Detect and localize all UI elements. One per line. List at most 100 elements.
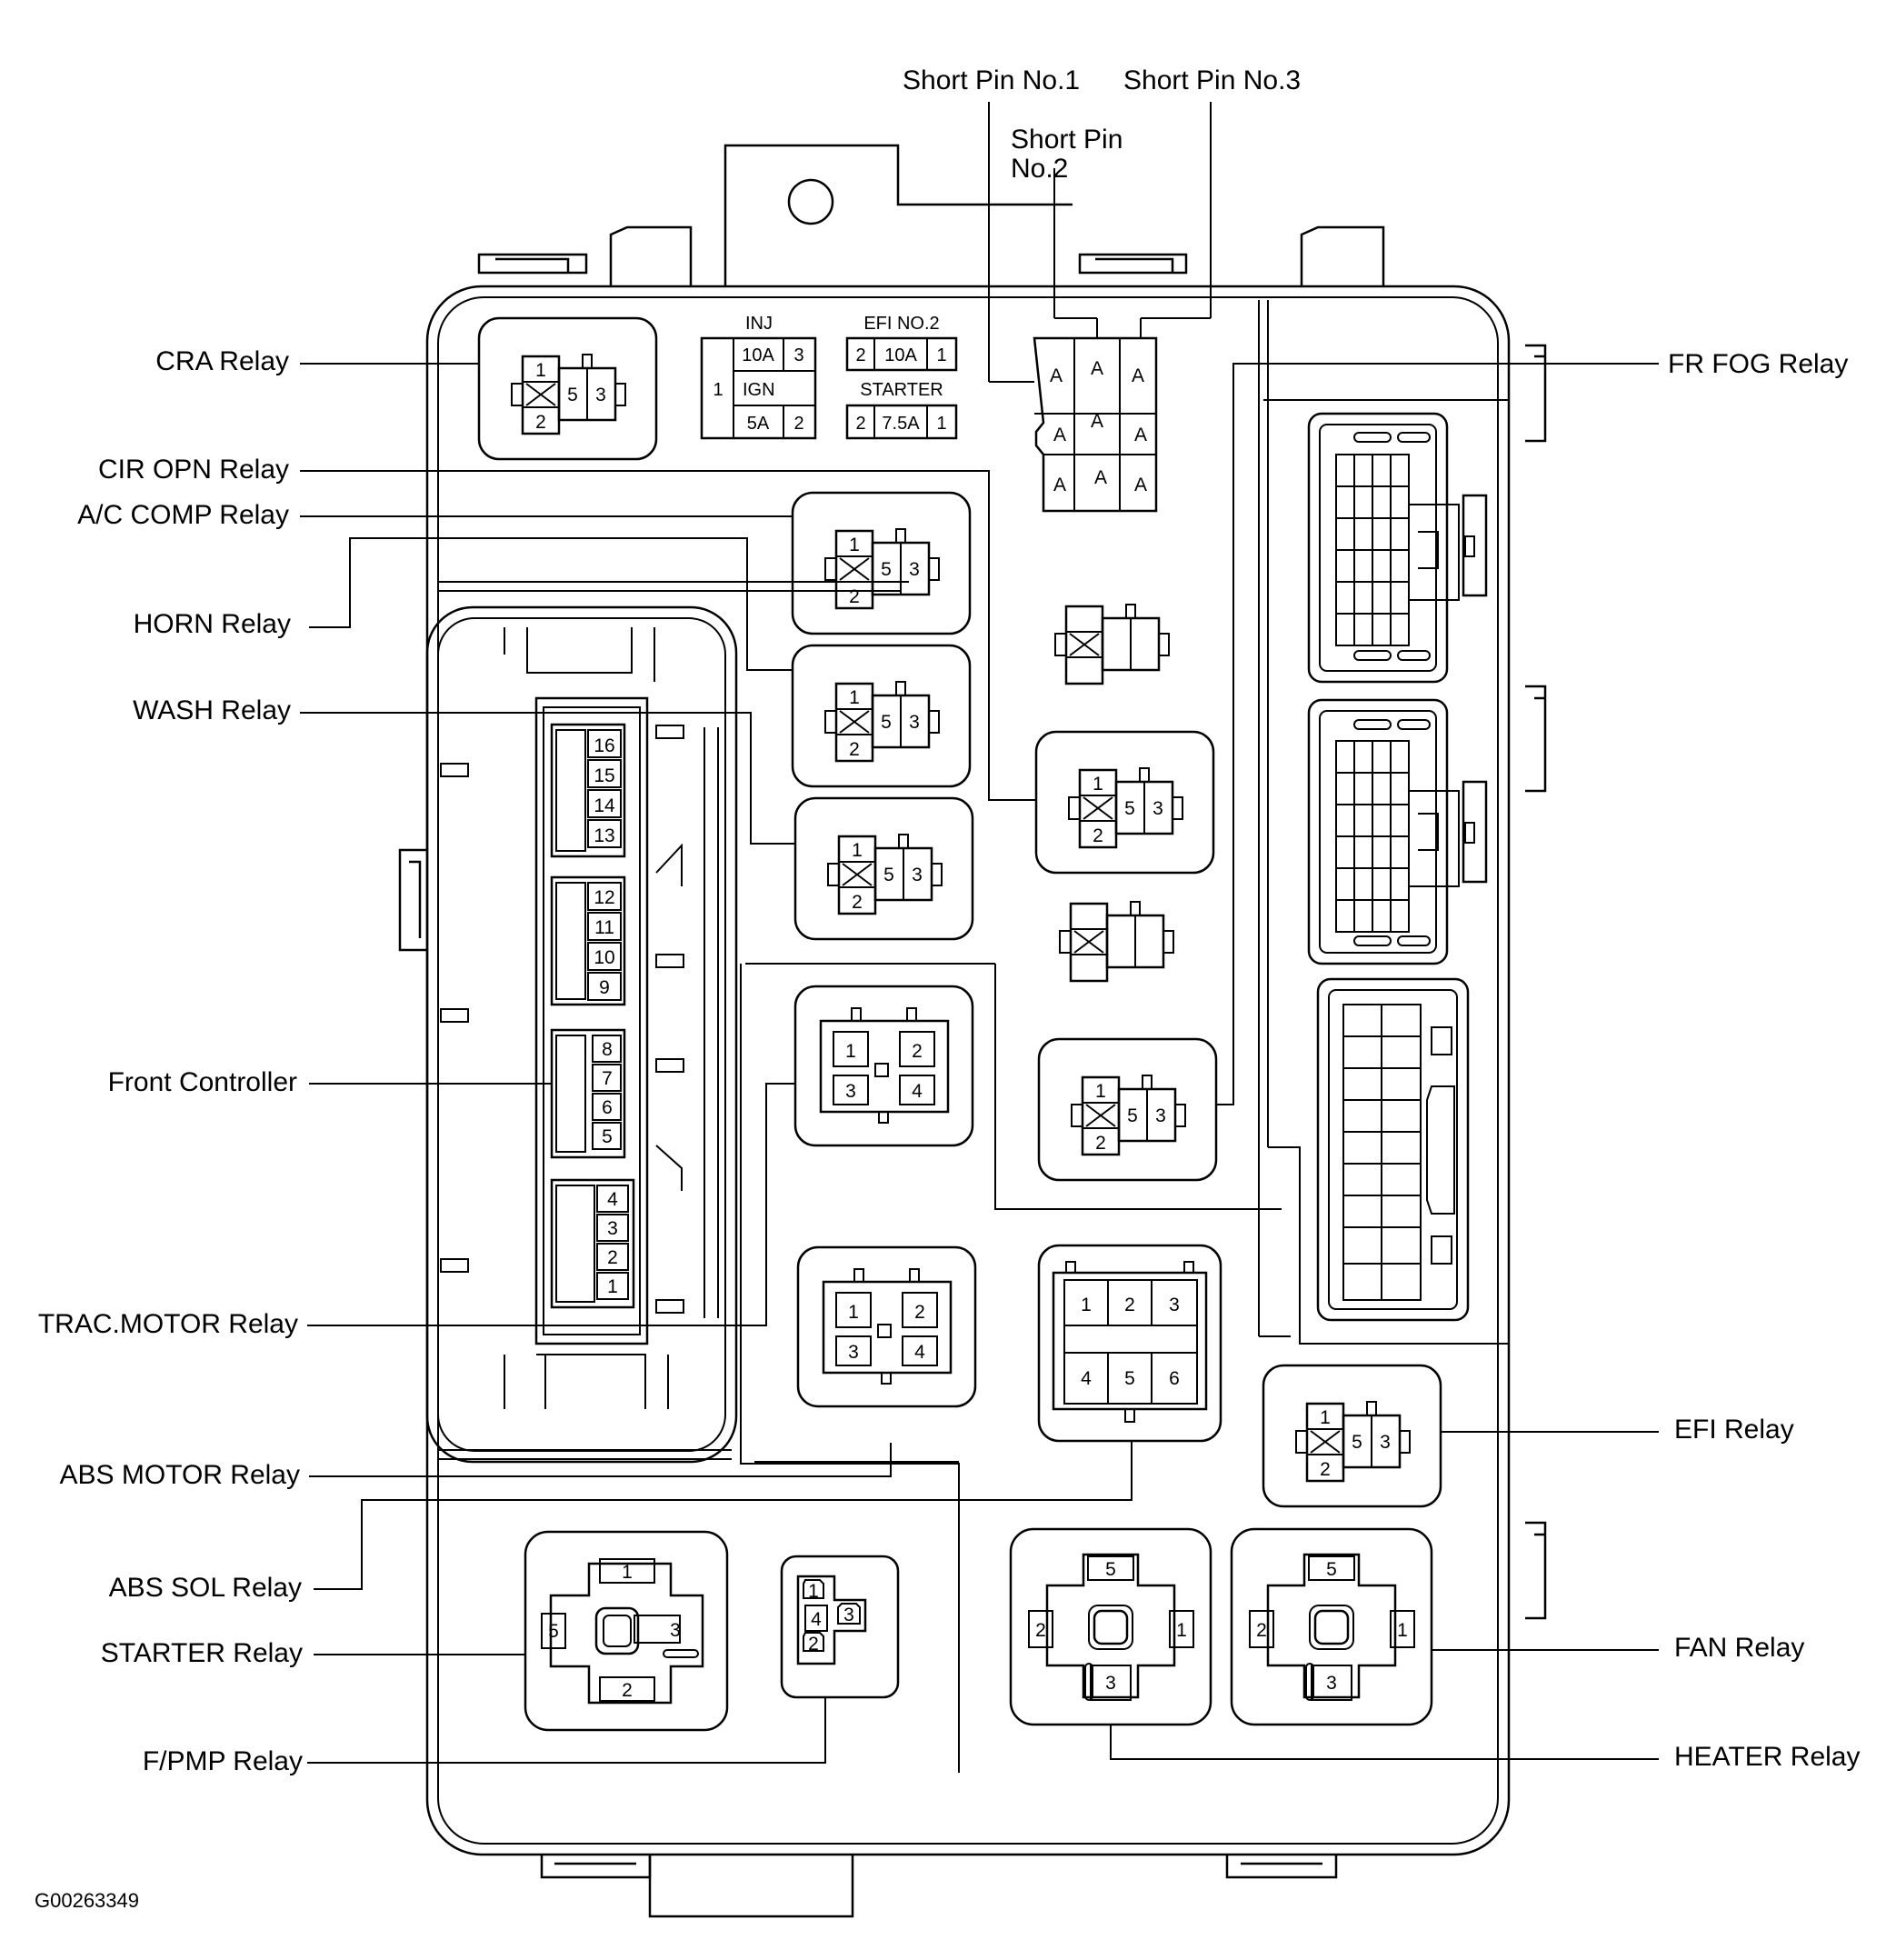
pin-7: 7 xyxy=(602,1068,613,1089)
svg-text:3: 3 xyxy=(912,865,923,885)
svg-text:1: 1 xyxy=(849,687,860,708)
svg-text:1: 1 xyxy=(808,1581,819,1602)
svg-text:3: 3 xyxy=(909,712,920,733)
svg-text:3: 3 xyxy=(670,1620,681,1641)
leader-lines xyxy=(300,102,1659,1764)
fuse-inj-label: INJ xyxy=(745,314,773,334)
svg-text:5: 5 xyxy=(1124,1368,1135,1389)
callout-labels: Short Pin No.1 Short Pin No.2 Short Pin … xyxy=(35,65,1861,1912)
pin-9: 9 xyxy=(599,977,610,998)
svg-text:2: 2 xyxy=(852,892,863,913)
pin-8: 8 xyxy=(602,1039,613,1060)
label-short-pin-3: Short Pin No.3 xyxy=(1123,65,1301,95)
label-short-pin-2-line2: No.2 xyxy=(1011,154,1068,184)
svg-text:3: 3 xyxy=(843,1605,854,1625)
svg-text:1: 1 xyxy=(1176,1620,1187,1641)
svg-text:2: 2 xyxy=(1256,1620,1267,1641)
pin-6: 6 xyxy=(602,1097,613,1118)
label-cra-relay: CRA Relay xyxy=(155,346,289,376)
pin-1: 1 xyxy=(607,1276,618,1297)
fuse-ign-pin: 2 xyxy=(793,414,803,434)
svg-text:2: 2 xyxy=(1035,1620,1046,1641)
ac-comp-relay: 1 2 5 3 xyxy=(791,491,972,635)
svg-text:5: 5 xyxy=(1124,798,1135,819)
pin-16: 16 xyxy=(594,735,614,756)
fuse-starter-pin-b: 1 xyxy=(936,414,946,434)
cra-relay: 1 2 5 3 xyxy=(477,316,658,461)
svg-text:3: 3 xyxy=(1105,1673,1116,1694)
svg-text:5: 5 xyxy=(1105,1559,1116,1580)
svg-text:2: 2 xyxy=(1320,1459,1331,1480)
short-pin-a: A xyxy=(1053,425,1066,445)
label-heater-relay: HEATER Relay xyxy=(1674,1742,1861,1772)
svg-text:3: 3 xyxy=(848,1342,859,1363)
fuse-efi2-pin-a: 2 xyxy=(855,345,865,365)
fuse-efi2-label: EFI NO.2 xyxy=(863,314,939,334)
pin-12: 12 xyxy=(594,887,614,908)
svg-text:3: 3 xyxy=(1153,798,1163,819)
short-pin-a: A xyxy=(1134,475,1147,495)
svg-text:2: 2 xyxy=(1093,825,1103,846)
svg-text:2: 2 xyxy=(535,412,546,433)
short-pin-a: A xyxy=(1134,425,1147,445)
label-fan-relay: FAN Relay xyxy=(1674,1633,1804,1663)
fuse-starter-pin-a: 2 xyxy=(855,414,865,434)
front-controller: 16 15 14 13 12 11 10 9 8 7 6 5 4 3 2 1 xyxy=(425,605,738,1464)
svg-text:5: 5 xyxy=(883,865,894,885)
label-abs-sol-relay: ABS SOL Relay xyxy=(109,1573,302,1603)
svg-text:3: 3 xyxy=(595,385,606,405)
horn-relay: 1 2 5 3 xyxy=(791,644,972,788)
figure-code: G00263349 xyxy=(35,1889,139,1912)
fuse-inj-amp: 10A xyxy=(742,345,774,365)
svg-text:2: 2 xyxy=(912,1041,923,1062)
short-pin-a: A xyxy=(1091,358,1103,379)
svg-text:3: 3 xyxy=(909,559,920,580)
pin-3: 3 xyxy=(607,1218,618,1239)
short-pin-a: A xyxy=(1094,467,1107,488)
label-trac-motor-relay: TRAC.MOTOR Relay xyxy=(38,1309,298,1339)
short-pin-a: A xyxy=(1053,475,1066,495)
pin-5: 5 xyxy=(602,1126,613,1147)
empty-relay-socket xyxy=(1058,900,1175,983)
pin-2: 2 xyxy=(607,1247,618,1268)
pin-15: 15 xyxy=(594,765,614,786)
label-abs-motor-relay: ABS MOTOR Relay xyxy=(59,1460,300,1490)
fan-relay: 5 2 1 3 xyxy=(1230,1527,1433,1726)
label-fr-fog-relay: FR FOG Relay xyxy=(1668,349,1848,379)
pin-11: 11 xyxy=(594,917,614,938)
connector-lower xyxy=(1316,977,1470,1322)
svg-text:3: 3 xyxy=(1155,1105,1166,1126)
label-fpmp-relay: F/PMP Relay xyxy=(143,1746,303,1776)
svg-text:3: 3 xyxy=(845,1081,856,1102)
svg-text:1: 1 xyxy=(1093,774,1103,795)
svg-text:1: 1 xyxy=(622,1562,633,1583)
pin-13: 13 xyxy=(594,825,614,846)
pin-10: 10 xyxy=(594,947,614,968)
fuse-ign-label: IGN xyxy=(743,380,775,400)
label-starter-relay: STARTER Relay xyxy=(101,1638,303,1668)
svg-text:2: 2 xyxy=(849,739,860,760)
svg-text:1: 1 xyxy=(848,1302,859,1323)
svg-text:3: 3 xyxy=(1380,1432,1391,1453)
svg-text:4: 4 xyxy=(811,1609,822,1630)
svg-text:1: 1 xyxy=(1397,1620,1408,1641)
label-short-pin-1: Short Pin No.1 xyxy=(903,65,1080,95)
connector-upper xyxy=(1307,412,1488,684)
abs-motor-relay: 1 2 3 4 xyxy=(796,1245,977,1408)
fuse-block-inj-ign: INJ 10A 3 IGN 1 5A 2 xyxy=(700,314,817,440)
label-front-controller: Front Controller xyxy=(108,1067,297,1097)
fuse-starter-label: STARTER xyxy=(860,380,943,400)
label-ac-comp-relay: A/C COMP Relay xyxy=(77,500,289,530)
svg-text:1: 1 xyxy=(852,840,863,861)
svg-text:6: 6 xyxy=(1169,1368,1180,1389)
fuse-ign-amp: 5A xyxy=(747,414,770,434)
svg-text:2: 2 xyxy=(849,586,860,607)
svg-text:1: 1 xyxy=(1095,1081,1106,1102)
svg-text:5: 5 xyxy=(881,559,892,580)
svg-text:4: 4 xyxy=(912,1081,923,1102)
short-pin-a: A xyxy=(1050,365,1063,386)
starter-relay: 1 5 3 2 xyxy=(524,1530,729,1732)
fuse-starter-amp: 7.5A xyxy=(882,414,920,434)
trac-motor-relay: 1 2 3 4 xyxy=(793,985,974,1147)
svg-text:2: 2 xyxy=(622,1680,633,1701)
